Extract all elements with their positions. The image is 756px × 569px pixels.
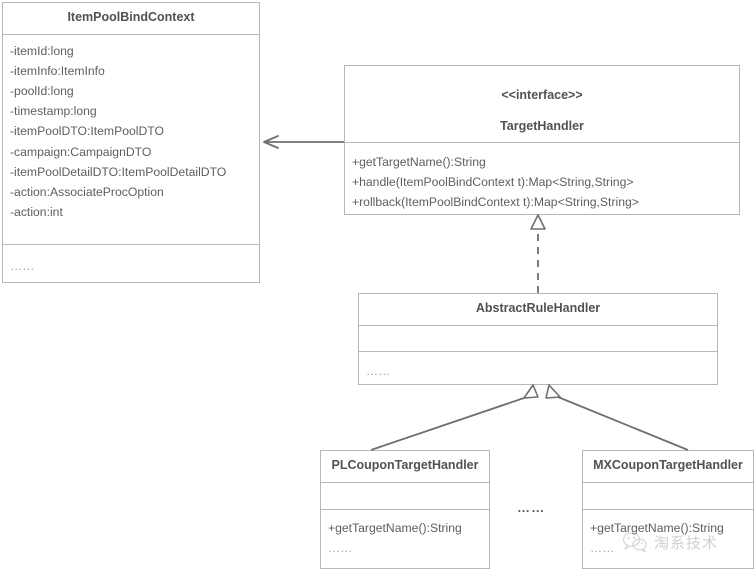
attribute-row: -itemId:long xyxy=(10,43,74,58)
class-name-target-handler: TargetHandler xyxy=(500,118,584,133)
operations-section-target-handler: +getTargetName():String +handle(ItemPool… xyxy=(345,143,739,219)
open-arrowhead-icon xyxy=(263,135,279,149)
operation-row: +getTargetName():String xyxy=(328,520,462,535)
ellipsis-row: …… xyxy=(10,258,35,273)
operations-section-pl-coupon-target-handler: +getTargetName():String …… xyxy=(321,510,489,564)
ellipsis-row: …… xyxy=(366,363,391,378)
ellipsis-row: …… xyxy=(590,540,615,555)
hollow-triangle-arrowhead-icon xyxy=(545,384,561,399)
operations-section-mx-coupon-target-handler: +getTargetName():String …… xyxy=(583,510,753,564)
subclass-separator-ellipsis: …… xyxy=(517,500,546,515)
relation-generalization-mx-to-abstract xyxy=(545,384,689,451)
generalization-line-right xyxy=(557,396,689,451)
operation-row: +getTargetName():String xyxy=(590,520,724,535)
attribute-row: -action:int xyxy=(10,205,63,220)
class-box-target-handler[interactable]: <<interface>> TargetHandler +getTargetNa… xyxy=(344,65,740,215)
stereotype-label-interface: <<interface>> xyxy=(501,87,583,102)
hollow-triangle-arrowhead-icon xyxy=(523,384,539,399)
class-title-item-pool-bind-context: ItemPoolBindContext xyxy=(3,3,259,35)
class-title-mx-coupon-target-handler: MXCouponTargetHandler xyxy=(583,451,753,483)
attribute-row: -poolId:long xyxy=(10,84,74,99)
operation-row: +handle(ItemPoolBindContext t):Map<Strin… xyxy=(352,174,634,189)
class-box-item-pool-bind-context[interactable]: ItemPoolBindContext -itemId:long -itemIn… xyxy=(2,2,260,283)
ellipsis-row: …… xyxy=(328,540,353,555)
class-title-abstract-rule-handler: AbstractRuleHandler xyxy=(359,294,717,326)
attributes-section-pl-coupon-target-handler xyxy=(321,483,489,510)
class-box-abstract-rule-handler[interactable]: AbstractRuleHandler …… xyxy=(358,293,718,385)
relation-realization-abstract-to-interface xyxy=(530,214,546,293)
class-title-pl-coupon-target-handler: PLCouponTargetHandler xyxy=(321,451,489,483)
attributes-section-abstract-rule-handler xyxy=(359,326,717,352)
relation-dependency-target-handler-to-context xyxy=(263,135,344,149)
attributes-section-item-pool-bind-context: -itemId:long -itemInfo:ItemInfo -poolId:… xyxy=(3,35,259,245)
relation-generalization-pl-to-abstract xyxy=(370,384,539,451)
attribute-row: -itemPoolDetailDTO:ItemPoolDetailDTO xyxy=(10,164,227,179)
attribute-row: -timestamp:long xyxy=(10,104,97,119)
attribute-row: -itemInfo:ItemInfo xyxy=(10,63,105,78)
class-box-mx-coupon-target-handler[interactable]: MXCouponTargetHandler +getTargetName():S… xyxy=(582,450,754,569)
operations-section-item-pool-bind-context: …… xyxy=(3,245,259,282)
operation-row: +rollback(ItemPoolBindContext t):Map<Str… xyxy=(352,194,639,209)
class-title-target-handler: <<interface>> TargetHandler xyxy=(345,66,739,143)
attribute-row: -campaign:CampaignDTO xyxy=(10,144,152,159)
attributes-section-mx-coupon-target-handler xyxy=(583,483,753,510)
attribute-row: -action:AssociateProcOption xyxy=(10,185,164,200)
operations-section-abstract-rule-handler: …… xyxy=(359,352,717,387)
class-box-pl-coupon-target-handler[interactable]: PLCouponTargetHandler +getTargetName():S… xyxy=(320,450,490,569)
attribute-row: -itemPoolDTO:ItemPoolDTO xyxy=(10,124,164,139)
generalization-line-left xyxy=(370,396,528,451)
operation-row: +getTargetName():String xyxy=(352,154,486,169)
